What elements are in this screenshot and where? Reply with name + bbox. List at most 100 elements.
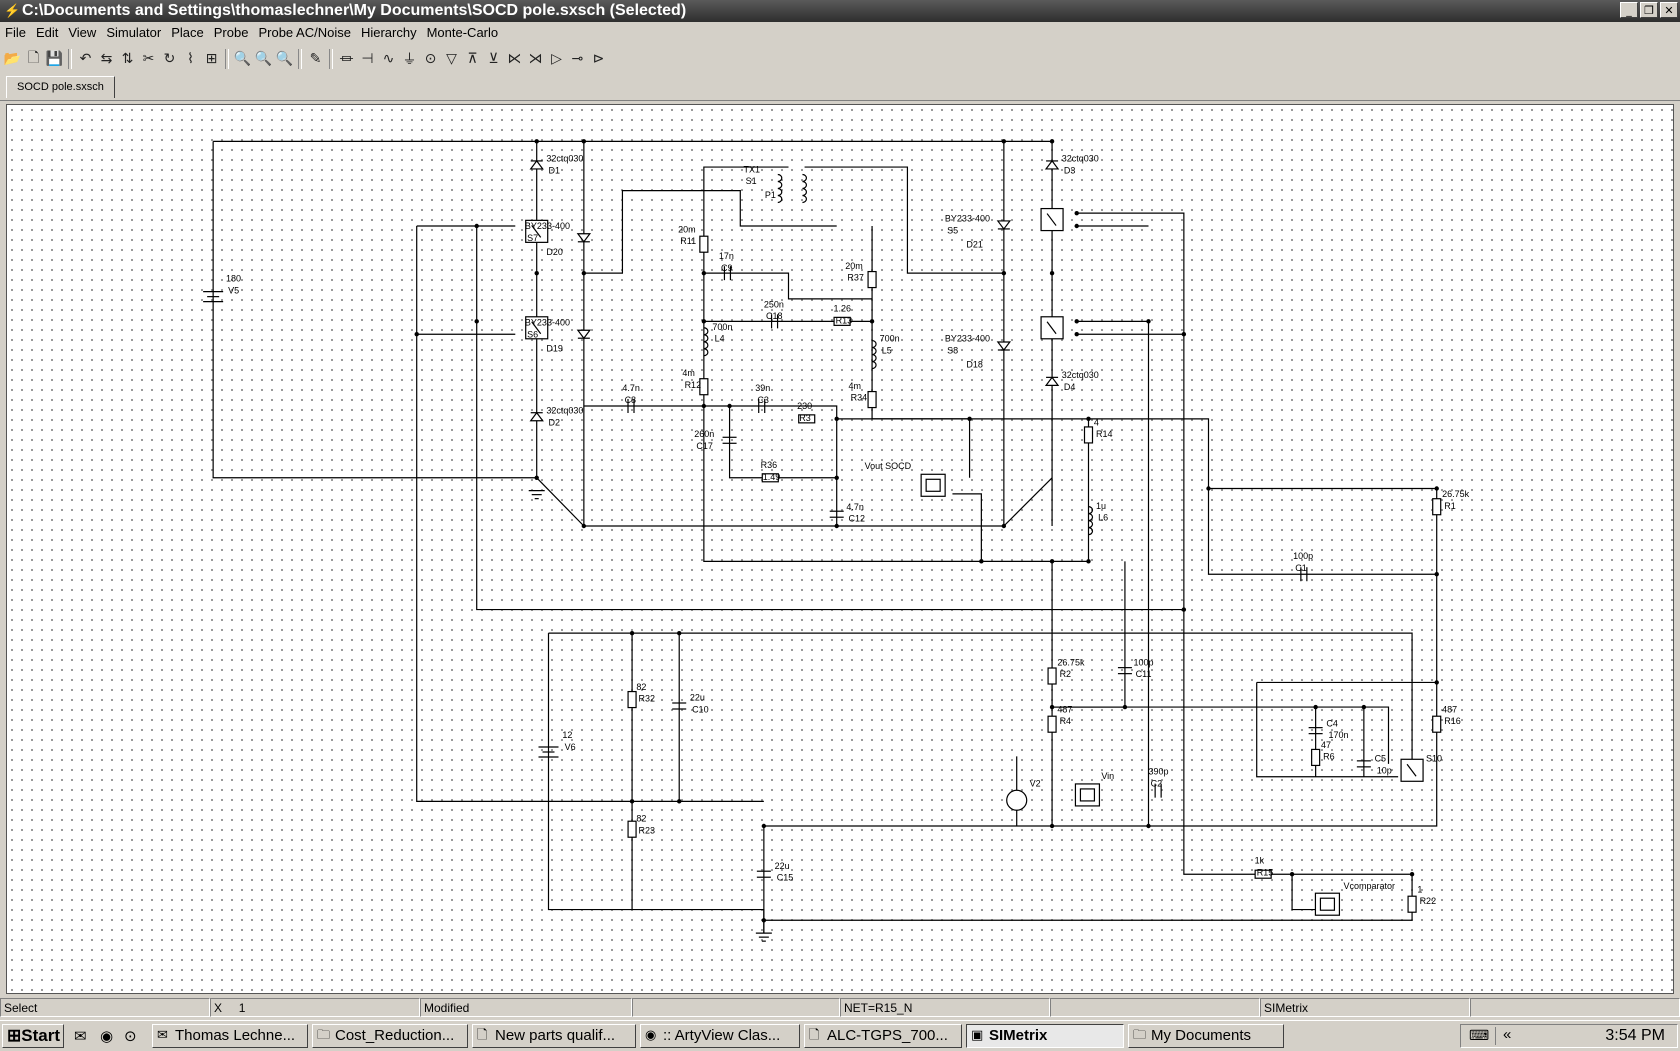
wire <box>952 493 982 562</box>
diode-symbol <box>1044 159 1060 170</box>
ref-s8: S8 <box>947 346 958 356</box>
junction-dot <box>761 823 767 829</box>
bus-icon[interactable]: ⊞ <box>205 51 218 67</box>
junction-dot <box>727 403 732 409</box>
expand-tray-icon[interactable]: « <box>1503 1026 1512 1043</box>
probe-icon[interactable]: ⊳ <box>592 51 605 67</box>
inductor-icon[interactable]: ∿ <box>382 51 395 67</box>
flip-icon[interactable]: ⇅ <box>121 51 134 67</box>
media-icon[interactable]: ⊙ <box>124 1027 137 1045</box>
junction-dot <box>834 523 839 529</box>
junction-dot <box>581 523 587 529</box>
label-d1: 32ctq030 <box>546 154 583 164</box>
wire <box>1207 488 1438 575</box>
menu-file[interactable]: File <box>5 25 26 40</box>
resistor-icon[interactable]: ⏛ <box>339 52 354 68</box>
npn-icon[interactable]: ⊼ <box>467 51 478 67</box>
taskbar-item[interactable]: ◉:: ArtyView Clas... <box>640 1024 800 1048</box>
taskbar-item[interactable]: 🗋ALC-TGPS_700... <box>804 1024 962 1048</box>
cut-icon[interactable]: ✂ <box>142 51 155 67</box>
ref-c5: 10p <box>1377 766 1392 776</box>
ref-c18: C18 <box>766 311 783 321</box>
resistor-symbol <box>798 414 816 424</box>
zoom-out-icon[interactable]: 🔍 <box>254 51 273 67</box>
label-c11: 100p <box>1134 657 1154 667</box>
close-button[interactable]: ✕ <box>1660 2 1678 18</box>
pmos-icon[interactable]: ⋊ <box>528 51 543 67</box>
pencil-icon[interactable]: ✎ <box>309 51 322 67</box>
restore-button[interactable]: ❐ <box>1640 2 1658 18</box>
label-c9: 17n <box>719 251 734 261</box>
window-title: C:\Documents and Settings\thomaslechner\… <box>22 2 687 19</box>
menu-edit[interactable]: Edit <box>35 25 59 40</box>
clock: 3:54 PM <box>1605 1027 1665 1044</box>
switch-icon[interactable]: ⊸ <box>571 51 584 67</box>
components <box>203 159 1442 942</box>
component-labels: 32ctq030D132ctq030D232ctq030D332ctq030D4… <box>226 154 1470 907</box>
taskbar-item[interactable]: 🗋New parts qualif... <box>472 1024 636 1048</box>
keyboard-icon[interactable]: ⌨ <box>1469 1027 1490 1043</box>
pnp-icon[interactable]: ⊻ <box>488 51 499 67</box>
undo-icon[interactable]: ↶ <box>79 51 92 67</box>
wire <box>547 633 765 934</box>
menu-view[interactable]: View <box>68 25 97 40</box>
new-icon[interactable]: 🗋 <box>27 50 40 66</box>
wire <box>703 226 1089 562</box>
save-icon[interactable]: 💾 <box>45 51 64 67</box>
ref-r11: R11 <box>680 236 696 246</box>
mirror-icon[interactable]: ⇆ <box>100 51 113 67</box>
resistor-symbol <box>1432 715 1442 733</box>
rotate-icon[interactable]: ↻ <box>163 51 176 67</box>
menu-probe-ac-noise[interactable]: Probe AC/Noise <box>258 25 351 40</box>
junction-dot <box>1074 223 1079 229</box>
label-r36: R36 <box>761 460 778 470</box>
minimize-button[interactable]: _ <box>1620 2 1638 18</box>
taskbar-item-active[interactable]: ▣SIMetrix <box>966 1024 1124 1048</box>
schematic-drawing: 32ctq030D132ctq030D232ctq030D332ctq030D4… <box>203 139 1470 942</box>
resistor-symbol <box>627 820 637 838</box>
browser-icon[interactable]: ◉ <box>100 1027 114 1045</box>
label-s6: BY233-400 <box>525 318 570 328</box>
tab-socd-pole[interactable]: SOCD pole.sxsch <box>6 76 115 98</box>
label-s7: BY233-400 <box>525 221 570 231</box>
wire <box>728 406 837 479</box>
open-icon[interactable]: 📂 <box>3 51 22 67</box>
menu-hierarchy[interactable]: Hierarchy <box>360 25 417 40</box>
label-r13: 1.26 <box>834 304 852 314</box>
junction-dot <box>1206 486 1211 491</box>
label-r3: 230 <box>797 401 812 411</box>
capacitor-icon[interactable]: ⊣ <box>361 51 374 67</box>
taskbar-item[interactable]: 🗀My Documents <box>1128 1024 1284 1048</box>
ref-r34: R34 <box>851 393 868 403</box>
ground-icon[interactable]: ⏚ <box>402 52 417 68</box>
start-button[interactable]: ⊞Start <box>2 1024 64 1048</box>
junction-dot <box>834 416 839 422</box>
menu-simulator[interactable]: Simulator <box>106 25 162 40</box>
wire <box>1076 320 1150 826</box>
label-s10: S10 <box>1426 754 1442 764</box>
ref-r2: R2 <box>1060 669 1072 679</box>
taskbar-item[interactable]: 🗀Cost_Reduction... <box>312 1024 468 1048</box>
menu-place[interactable]: Place <box>171 25 204 40</box>
ref-r37: R37 <box>847 273 864 283</box>
diode-symbol <box>1044 376 1060 386</box>
wire-icon[interactable]: ⌇ <box>187 51 194 67</box>
source-icon[interactable]: ⊙ <box>424 51 437 67</box>
menu-monte-carlo[interactable]: Monte-Carlo <box>426 25 499 40</box>
menu-probe[interactable]: Probe <box>213 25 249 40</box>
ref-c8: C8 <box>625 395 637 405</box>
taskbar-item[interactable]: ✉Thomas Lechne... <box>152 1024 308 1048</box>
zoom-fit-icon[interactable]: 🔍 <box>233 51 252 67</box>
junction-dot <box>1434 486 1439 491</box>
zoom-in-icon[interactable]: 🔍 <box>275 51 294 67</box>
diode-symbol <box>996 220 1012 230</box>
toolbar-separator <box>329 49 333 69</box>
opamp-icon[interactable]: ▷ <box>551 51 562 67</box>
diode-icon[interactable]: ▽ <box>446 51 457 67</box>
wire <box>1052 561 1126 708</box>
junction-dot <box>1049 139 1055 144</box>
nmos-icon[interactable]: ⋉ <box>507 51 522 67</box>
outlook-icon[interactable]: ✉ <box>74 1027 87 1045</box>
label-r32: 82 <box>636 682 646 692</box>
